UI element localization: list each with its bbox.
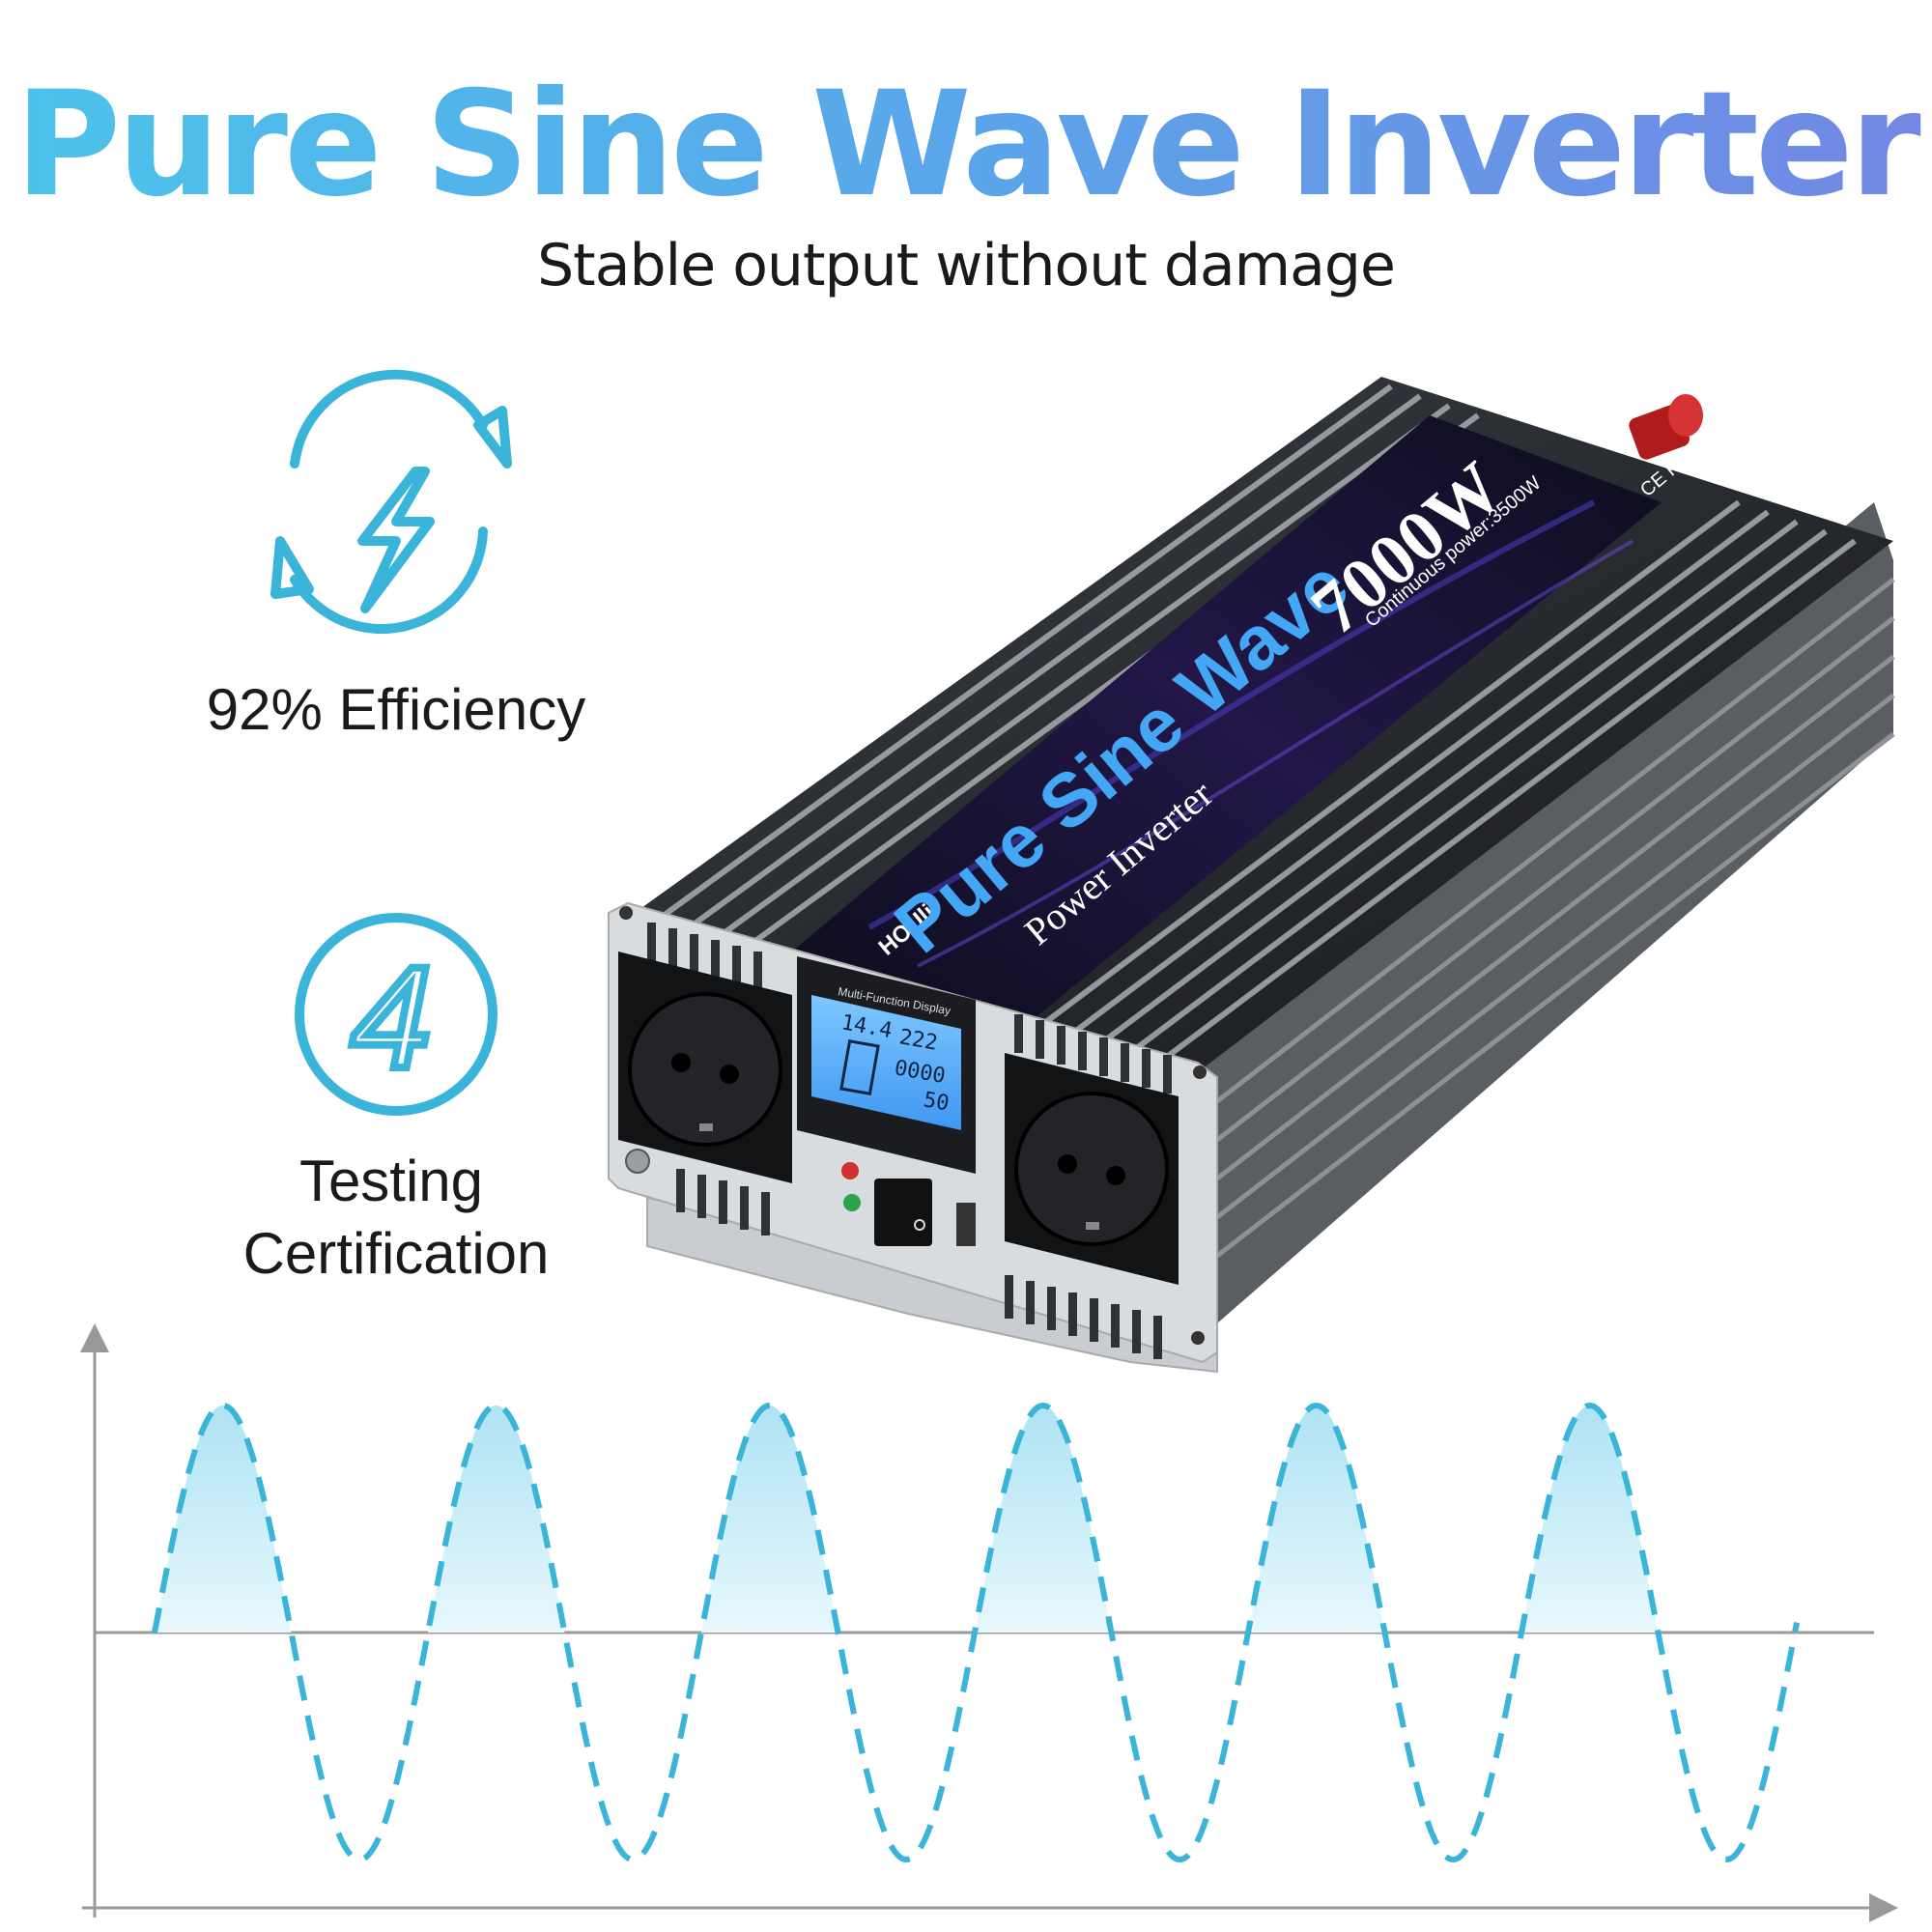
sine-wave-graph <box>80 1323 1898 1922</box>
front-vents <box>647 923 1172 1359</box>
ac-socket-left <box>618 952 792 1183</box>
subheadline: Stable output without damage <box>537 232 1396 299</box>
ac-socket-right <box>1005 1053 1179 1285</box>
wave-fill <box>155 1406 1659 1633</box>
usb-port <box>956 1203 976 1246</box>
sine-wave <box>152 1402 1800 1863</box>
power-led <box>843 1194 861 1211</box>
inverter-side <box>1198 502 1893 1323</box>
side-fins <box>1215 578 1895 1258</box>
cooling-fins <box>645 384 1857 1065</box>
frequency-readout: 50 <box>922 1088 951 1116</box>
fault-led <box>841 1162 859 1179</box>
battery-icon <box>839 1039 880 1095</box>
ground-screw <box>625 1149 650 1174</box>
label-panel <box>792 415 1662 1019</box>
lcd-screen <box>811 995 961 1130</box>
number-4-digit: 4 <box>351 936 431 1098</box>
certification-label-line2: Certification <box>243 1221 550 1286</box>
lightning-bolt-cycle-icon <box>270 369 512 635</box>
headline: Pure Sine Wave Inverter <box>0 72 1932 217</box>
efficiency-label: 92% Efficiency <box>207 677 585 742</box>
power-switch[interactable] <box>874 1179 932 1246</box>
inverter-product: HOUli Pure Sine Wave Power Inverter 7000… <box>608 377 1895 1374</box>
positive-terminal <box>1629 394 1703 460</box>
multi-function-display: Multi-Function Display 14.4 222 0000 50 <box>797 956 976 1174</box>
certification-label-line1: Testing <box>299 1149 483 1213</box>
number-4-circle-icon: 4 <box>295 913 497 1116</box>
